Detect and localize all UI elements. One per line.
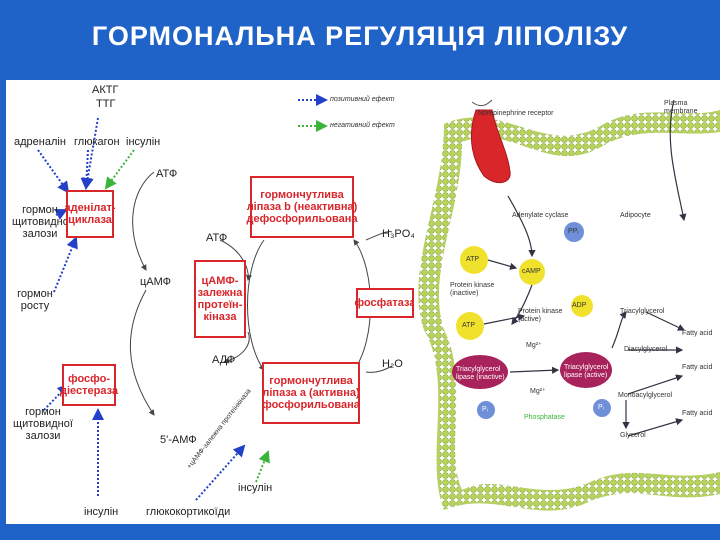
ttg-label: ТТГ xyxy=(96,98,116,110)
adipocyte-illustration: Norepinephrine receptor Plasma membrane … xyxy=(414,80,720,524)
camp-protein-kinase-box: цАМФ-залежна протеїн-кіназа xyxy=(194,260,246,338)
fatty-acid-2-label: Fatty acid xyxy=(682,364,713,371)
fatty-acid-3-label: Fatty acid xyxy=(682,410,713,417)
legend-negative: негативний ефект xyxy=(330,122,395,129)
adf-label: АДФ xyxy=(212,354,236,366)
diacylglycerol-label: Diacylglycerol xyxy=(624,346,668,353)
mg2-label: Mg²⁺ xyxy=(530,388,546,395)
hormone-thyroid-1-label: гормон щитовидної залози xyxy=(12,204,72,240)
glycerol-label: Glycerol xyxy=(620,432,646,439)
adipocyte-label: Adipocyte xyxy=(620,212,651,219)
pi1-label: Pᵢ xyxy=(482,406,488,413)
atf-mid-label: АТФ xyxy=(206,232,228,244)
camf-label: цАМФ xyxy=(140,276,172,288)
hormone-growth-label: гормон росту xyxy=(17,288,53,312)
adipocyte-drawing xyxy=(418,99,720,511)
glucocorticoids-label: глюкокортикоїди xyxy=(146,506,231,518)
adenylate-cyclase-label: Adenylate cyclase xyxy=(512,212,569,219)
mg-label: Mg²⁺ xyxy=(526,342,542,349)
phosphodiesterase-box: фосфо-діестераза xyxy=(60,364,118,406)
lipase-b-box: гормончутлива ліпаза b (неактивна) дефос… xyxy=(247,176,357,238)
glukagon-label: глюкагон xyxy=(74,136,120,148)
tg-lipase-inactive-label: Triacylglycerol lipase (inactive) xyxy=(456,366,505,381)
phosphatase-label: Phosphatase xyxy=(524,414,565,421)
plasma-membrane-label: Plasma membrane xyxy=(664,100,698,115)
fatty-acid-1-label: Fatty acid xyxy=(682,330,713,337)
insulin-bottom-right-label: інсулін xyxy=(238,482,273,494)
triacylglycerol-label: Triacylglycerol xyxy=(620,308,665,315)
adenylate-cyclase-box: аденілат-циклаза xyxy=(64,190,116,238)
receptor-label: Norepinephrine receptor xyxy=(478,110,554,117)
lipase-a-box: гормончутлива ліпаза а (активна) фосфори… xyxy=(262,362,360,424)
adrenalin-label: адреналін xyxy=(14,136,66,148)
pk-inactive-label: Protein kinase (inactive) xyxy=(450,282,495,297)
bottom-bar xyxy=(0,524,720,540)
atp2-label: ATP xyxy=(462,322,476,329)
tg-lipase-active-label: Triacylglycerol lipase (active) xyxy=(564,364,609,379)
pi2-label: Pᵢ xyxy=(598,404,604,411)
aktg-label: АКТГ xyxy=(92,84,119,96)
legend-positive: позитивний ефект xyxy=(330,96,395,103)
h3po4-label: H₃PO₄ xyxy=(382,228,414,240)
h2o-label: H₂O xyxy=(382,358,403,370)
ppi-label: PPᵢ xyxy=(568,228,579,235)
insulin-top-label: інсулін xyxy=(126,136,161,148)
hormone-thyroid-2-label: гормон щитовидної залози xyxy=(13,406,73,442)
left-arrows xyxy=(37,94,393,501)
phosphatase-box: фосфатаза xyxy=(355,288,414,318)
atp-label: ATP xyxy=(466,256,480,263)
insulin-bottom-left-label: інсулін xyxy=(84,506,119,518)
left-regulation-diagram: АКТГ ТТГ позитивний ефект негативний ефе… xyxy=(6,80,414,524)
pk-active-label: Protein kinase (active) xyxy=(518,308,563,323)
slide-title: ГОРМОНАЛЬНА РЕГУЛЯЦІЯ ЛІПОЛІЗУ xyxy=(91,20,629,51)
atf-top-label: АТФ xyxy=(156,168,178,180)
amf5-label: 5'-АМФ xyxy=(160,434,197,446)
adp-label: ADP xyxy=(572,302,587,309)
camp-label: cAMP xyxy=(522,268,541,275)
monoacylglycerol-label: Monoacylglycerol xyxy=(618,392,673,399)
